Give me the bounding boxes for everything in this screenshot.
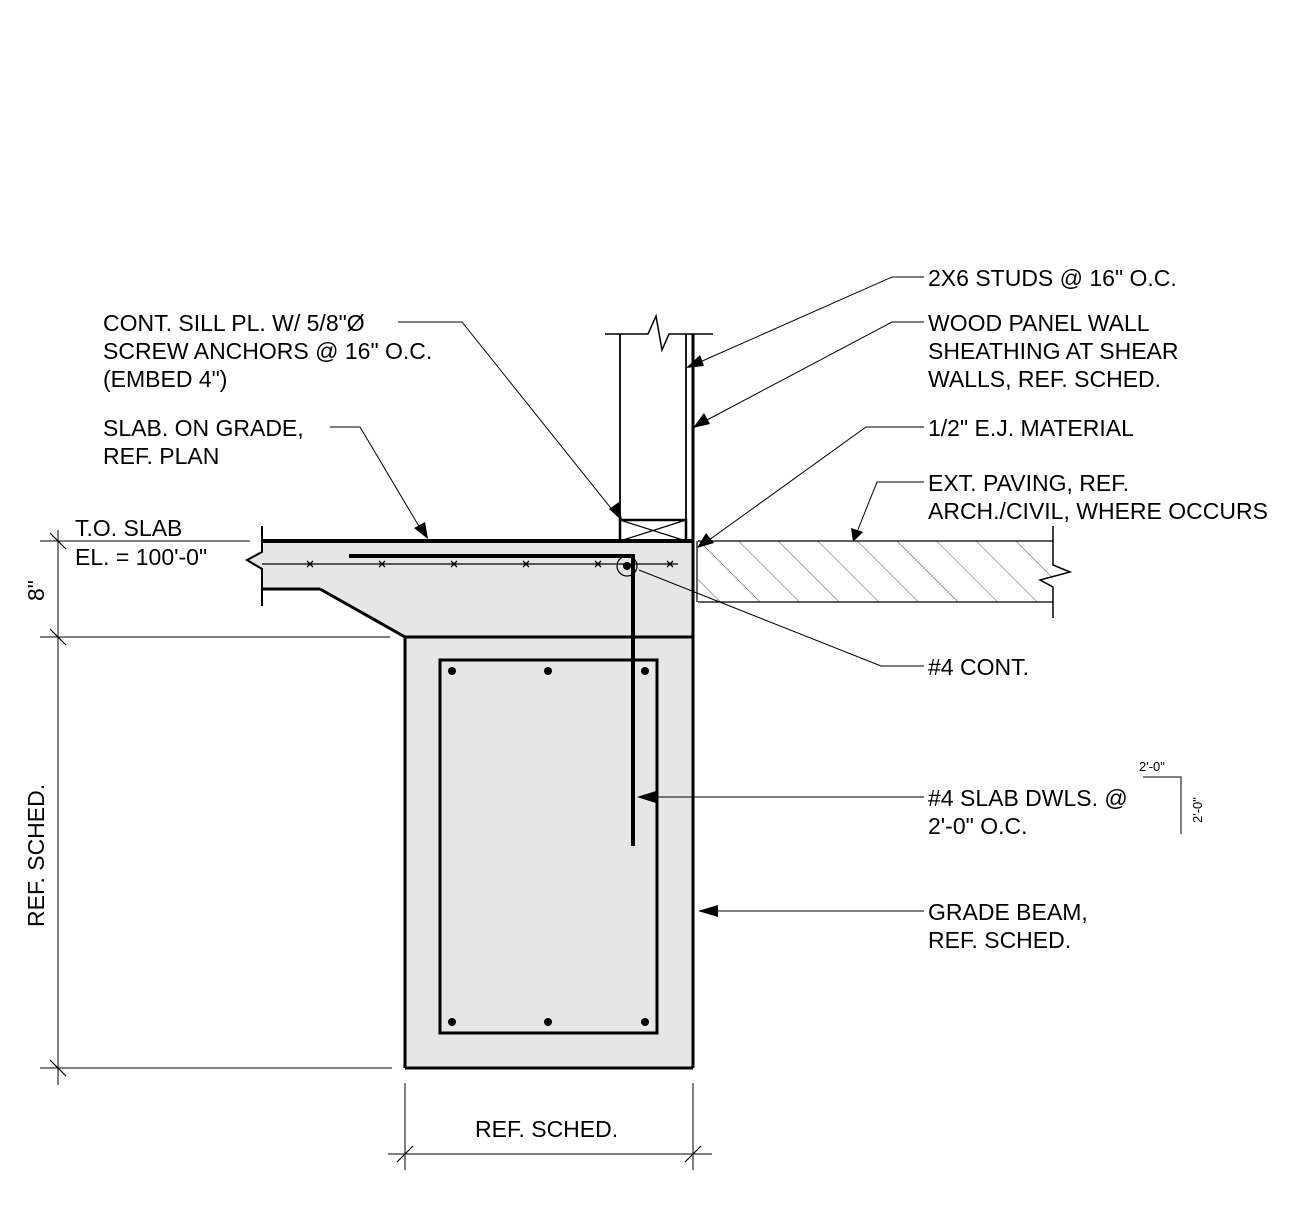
cont-bar-circle	[616, 555, 638, 577]
paving-break-line	[1037, 526, 1073, 618]
svg-text:REF. SCHED.: REF. SCHED.	[928, 927, 1071, 953]
mesh-x-marks	[306, 560, 674, 568]
haunch-edge	[319, 587, 406, 639]
svg-text:2'-0" O.C.: 2'-0" O.C.	[928, 813, 1027, 839]
ej-label: 1/2" E.J. MATERIAL	[928, 415, 1134, 441]
svg-text:#4 SLAB DWLS. @: #4 SLAB DWLS. @	[928, 785, 1128, 811]
sheathing-label: WOOD PANEL WALL SHEATHING AT SHEAR WALLS…	[928, 310, 1179, 392]
paving-label: EXT. PAVING, REF. ARCH./CIVIL, WHERE OCC…	[928, 470, 1268, 524]
dowel-leg-horizontal-label: 2'-0"	[1139, 759, 1165, 774]
concrete-section	[247, 541, 693, 1068]
sill-plate-x	[619, 519, 687, 542]
dowel-leg-vertical-label: 2'-0"	[1190, 797, 1205, 823]
slab-dowel-bar	[349, 554, 635, 846]
svg-text:(EMBED 4"): (EMBED 4")	[103, 366, 227, 392]
cont-bar-dot	[623, 562, 631, 570]
svg-text:REF. PLAN: REF. PLAN	[103, 443, 219, 469]
svg-text:SLAB. ON GRADE,: SLAB. ON GRADE,	[103, 415, 304, 441]
beam-stirrup	[438, 658, 659, 1035]
slab-label: SLAB. ON GRADE, REF. PLAN	[103, 415, 304, 469]
dowels-label: #4 SLAB DWLS. @ 2'-0" O.C.	[928, 785, 1128, 839]
svg-text:WOOD PANEL WALL: WOOD PANEL WALL	[928, 310, 1150, 336]
to-slab-label: T.O. SLAB	[75, 515, 182, 541]
svg-text:SHEATHING AT SHEAR: SHEATHING AT SHEAR	[928, 338, 1179, 364]
svg-text:WALLS, REF. SCHED.: WALLS, REF. SCHED.	[928, 366, 1161, 392]
elevation-label: EL. = 100'-0"	[75, 544, 207, 570]
svg-text:CONT. SILL PL. W/ 5/8"Ø: CONT. SILL PL. W/ 5/8"Ø	[103, 310, 365, 336]
dowel-leg-sketch	[1143, 776, 1182, 834]
sill-plate-label: CONT. SILL PL. W/ 5/8"Ø SCREW ANCHORS @ …	[103, 310, 432, 392]
beam-width-label: REF. SCHED.	[475, 1116, 618, 1142]
svg-text:GRADE BEAM,: GRADE BEAM,	[928, 899, 1088, 925]
slab-break-line	[244, 526, 263, 606]
wall-break-line	[605, 313, 713, 353]
cont-bar-label: #4 CONT.	[928, 654, 1029, 680]
beam-depth-label: REF. SCHED.	[23, 784, 49, 927]
svg-text:ARCH./CIVIL, WHERE OCCURS: ARCH./CIVIL, WHERE OCCURS	[928, 498, 1268, 524]
slab-thickness-label: 8"	[23, 580, 49, 601]
svg-text:SCREW ANCHORS @ 16" O.C.: SCREW ANCHORS @ 16" O.C.	[103, 338, 432, 364]
svg-text:EXT. PAVING, REF.: EXT. PAVING, REF.	[928, 470, 1129, 496]
exterior-paving	[698, 541, 1053, 602]
beam-longitudinal-bars	[448, 667, 649, 1026]
sill-plate	[618, 518, 688, 543]
grade-beam-label: GRADE BEAM, REF. SCHED.	[928, 899, 1088, 953]
studs-label: 2X6 STUDS @ 16" O.C.	[928, 265, 1177, 291]
